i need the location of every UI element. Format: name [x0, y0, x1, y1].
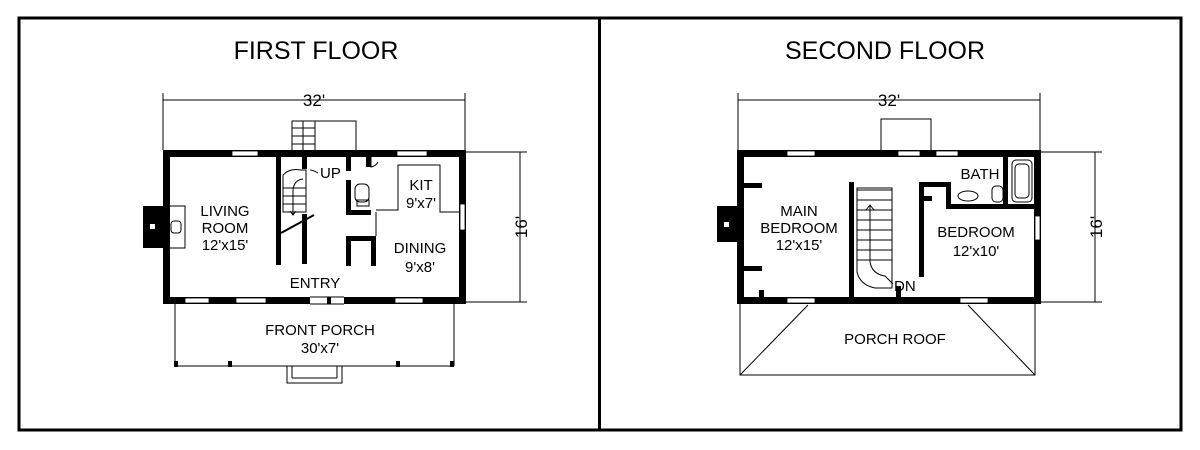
second-floor-depth-label: 16': [1087, 216, 1106, 238]
front-porch: FRONT PORCH 30'x7': [174, 304, 455, 384]
second-floor-width-label: 32': [878, 91, 900, 110]
chimney-top: [880, 118, 932, 153]
first-floor-title: FIRST FLOOR: [234, 37, 399, 65]
main-bedroom-size: 12'x15': [776, 237, 823, 254]
living-room-label-2: ROOM: [202, 220, 249, 237]
first-floor-depth-label: 16': [512, 216, 531, 238]
porch-roof-label: PORCH ROOF: [844, 331, 946, 348]
kitchen-size: 9'x7': [406, 195, 436, 212]
second-floor-depth-dimension: 16': [1041, 151, 1106, 303]
second-floor-windows: [786, 150, 1041, 304]
dining-size: 9'x8': [405, 259, 435, 276]
living-room-size: 12'x15': [202, 237, 249, 254]
second-floor-interior-walls: [744, 157, 1034, 298]
front-porch-size: 30'x7': [301, 340, 339, 357]
kitchen-label: KIT: [409, 177, 432, 194]
first-floor-interior-walls: [276, 157, 376, 266]
first-floor-windows: [184, 150, 466, 304]
second-floor-stairs-label: DN: [894, 278, 916, 295]
entry-label: ENTRY: [290, 275, 341, 292]
second-floor-panel: SECOND FLOOR 32' 16': [717, 37, 1106, 376]
porch-roof: PORCH ROOF: [739, 304, 1036, 376]
first-floor-width-dimension: 32': [162, 91, 466, 150]
first-floor-depth-dimension: 16': [466, 151, 531, 303]
bath-sink: [957, 190, 979, 202]
second-floor-width-dimension: 32': [737, 91, 1041, 150]
bathtub: [1011, 159, 1033, 203]
first-floor-width-label: 32': [303, 91, 325, 110]
dining-label: DINING: [394, 240, 447, 257]
bedroom-size: 12'x10': [953, 243, 1000, 260]
bedroom-label: BEDROOM: [937, 224, 1015, 241]
second-floor-title: SECOND FLOOR: [785, 37, 985, 65]
first-floor-stairs-label: UP: [320, 165, 341, 182]
front-porch-label: FRONT PORCH: [265, 322, 375, 339]
main-bedroom-label-2: BEDROOM: [760, 220, 838, 237]
main-bedroom-label-1: MAIN: [780, 203, 818, 220]
living-room-label-1: LIVING: [200, 203, 249, 220]
first-floor-stairs: UP: [280, 165, 341, 234]
first-floor-panel: FIRST FLOOR 32' 16': [143, 37, 531, 384]
bath-label: BATH: [961, 166, 1000, 183]
bath-toilet: [991, 185, 1004, 203]
second-floor-stairs: DN: [856, 187, 916, 295]
